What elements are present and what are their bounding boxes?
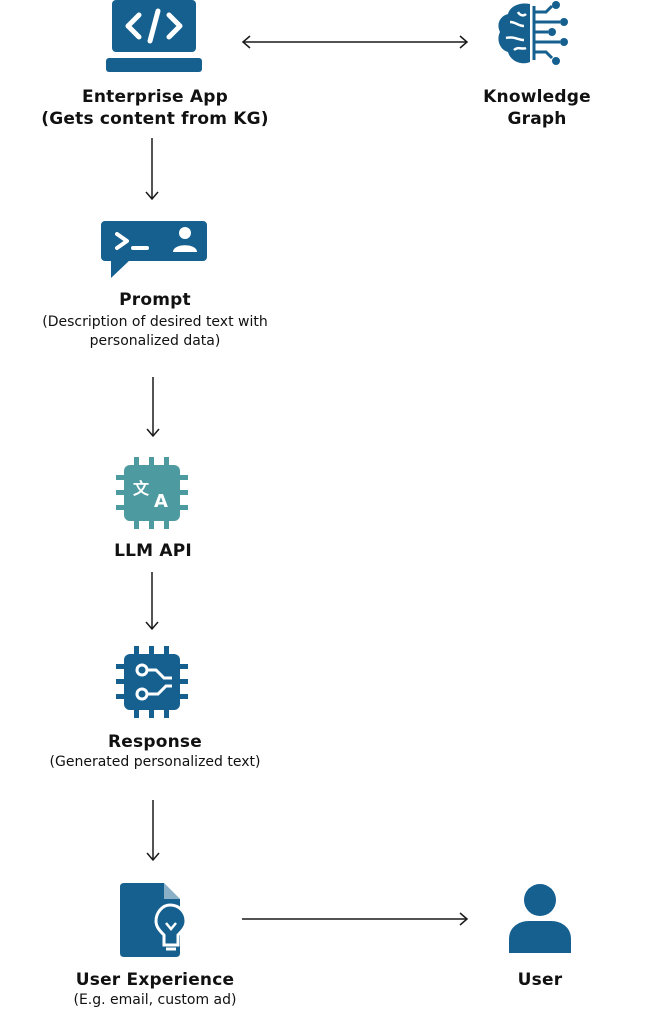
user-experience-subtitle: (E.g. email, custom ad) xyxy=(73,992,237,1008)
arrow-right xyxy=(242,912,469,926)
translate-chip-icon: 文 A xyxy=(116,457,188,529)
enterprise-app-node: Enterprise App (Gets content from KG) xyxy=(0,86,310,130)
brain-circuit-icon xyxy=(496,0,572,68)
arrow-down xyxy=(145,138,159,201)
user-node: User xyxy=(440,969,640,991)
document-lightbulb-icon xyxy=(120,883,190,957)
knowledge-graph-title-line2: Graph xyxy=(507,109,567,129)
knowledge-graph-title-line1: Knowledge xyxy=(483,87,591,107)
enterprise-app-subtitle: (Gets content from KG) xyxy=(41,109,269,129)
svg-text:文: 文 xyxy=(133,479,150,498)
response-title: Response xyxy=(108,732,202,752)
llm-api-node: LLM API xyxy=(0,540,306,562)
svg-text:A: A xyxy=(154,491,168,512)
user-experience-node: User Experience (E.g. email, custom ad) xyxy=(0,969,310,1010)
arrow-down xyxy=(145,572,159,631)
code-laptop-icon xyxy=(106,0,202,74)
circuit-chip-icon xyxy=(116,646,188,718)
knowledge-graph-node: Knowledge Graph xyxy=(437,86,637,130)
user-icon xyxy=(509,883,571,955)
prompt-subtitle-line2: personalized data) xyxy=(89,333,221,349)
terminal-chat-icon xyxy=(101,221,209,279)
arrow-down xyxy=(146,377,160,438)
prompt-title: Prompt xyxy=(119,290,191,310)
prompt-node: Prompt (Description of desired text with… xyxy=(0,289,310,351)
response-subtitle: (Generated personalized text) xyxy=(49,754,261,770)
user-experience-title: User Experience xyxy=(75,970,235,990)
bidirectional-arrow xyxy=(241,35,469,49)
arrow-down xyxy=(146,800,160,862)
response-node: Response (Generated personalized text) xyxy=(0,731,310,772)
llm-api-title: LLM API xyxy=(114,541,192,561)
prompt-subtitle-line1: (Description of desired text with xyxy=(42,314,268,330)
enterprise-app-title: Enterprise App xyxy=(82,87,228,107)
user-title: User xyxy=(517,970,563,990)
